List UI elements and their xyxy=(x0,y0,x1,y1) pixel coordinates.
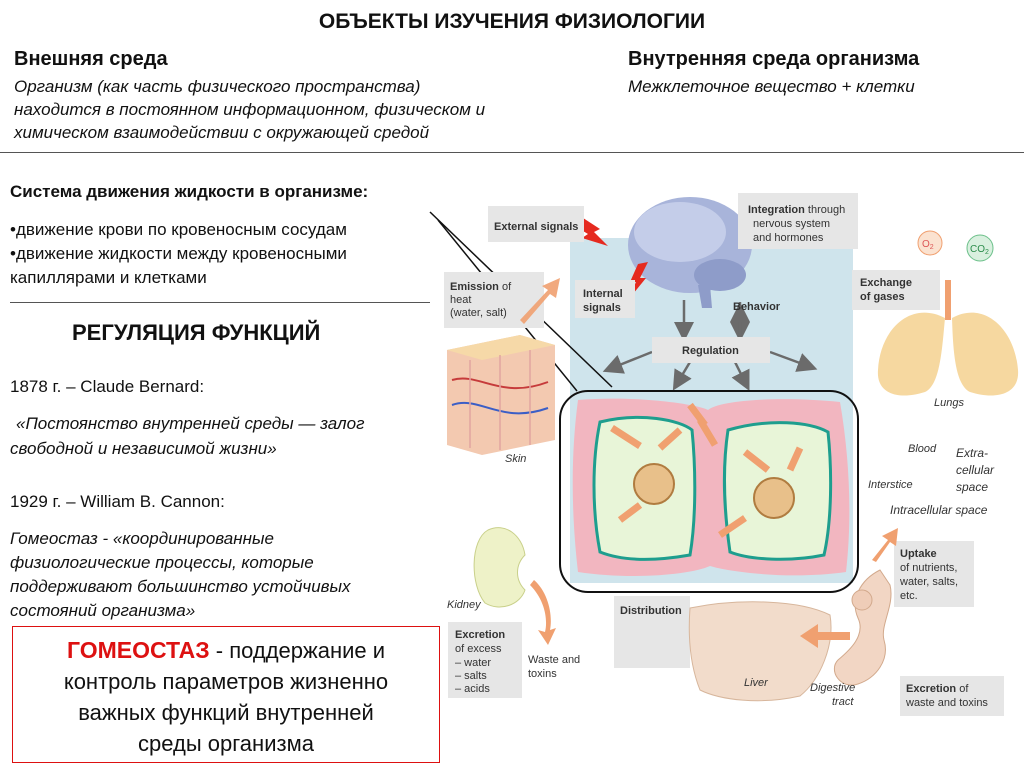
bernard-date: 1878 г. – Claude Bernard: xyxy=(10,377,205,396)
regulation-label xyxy=(652,337,770,363)
homeostasis-keyword: ГОМЕОСТАЗ xyxy=(66,637,210,663)
external-line: Организм (как часть физического простран… xyxy=(14,77,421,96)
brain-illustration xyxy=(628,197,752,308)
excretion-line: – salts xyxy=(455,670,487,682)
o2-bubble xyxy=(917,230,943,256)
uptake-line: etc. xyxy=(900,590,918,602)
quote-line: состояний организма» xyxy=(10,601,196,620)
digestive-tract-illustration xyxy=(833,569,892,686)
excretion-text: Excretion xyxy=(455,629,505,641)
quote-line: физиологические процессы, которые xyxy=(10,553,314,572)
extracellular-label: cellular xyxy=(956,463,995,477)
lungs-label: Lungs xyxy=(934,397,964,409)
integration-line: nervous system xyxy=(753,218,830,230)
external-line: находится в постоянном информационном, ф… xyxy=(14,100,486,119)
interstice-label: Interstice xyxy=(868,479,913,491)
external-signals-text: External signals xyxy=(494,221,578,233)
emission-text: Emission of xyxy=(450,281,512,293)
skin-label: Skin xyxy=(505,453,526,465)
exchange-label xyxy=(852,270,940,310)
integration-label xyxy=(738,193,858,249)
waste-label: Waste and xyxy=(528,654,580,666)
lungs-illustration xyxy=(877,280,1019,396)
liver-label: Liver xyxy=(744,677,769,689)
external-heading: Внешняя среда xyxy=(14,48,168,70)
emission-line: heat xyxy=(450,294,471,306)
cells-frame xyxy=(559,390,859,593)
blood-label: Blood xyxy=(908,443,937,455)
o2-label: O2 xyxy=(922,239,934,251)
bernard-quote: «Постоянство внутренней среды — залог св… xyxy=(10,411,364,461)
fluid-list: •движение крови по кровеносным сосудам •… xyxy=(10,218,347,290)
internal-heading: Внутренняя среда организма xyxy=(628,48,920,70)
digestive-label: Digestive xyxy=(810,682,855,694)
skin-illustration xyxy=(447,335,555,455)
extracellular-label: space xyxy=(956,480,988,494)
waste-label: toxins xyxy=(528,668,557,680)
distribution-label xyxy=(614,596,690,668)
distribution-arrow xyxy=(800,624,850,648)
uptake-label xyxy=(894,541,974,607)
excretion-waste-line: waste and toxins xyxy=(905,697,988,709)
quote-line: «Постоянство внутренней среды — залог xyxy=(16,414,365,433)
cannon-quote: Гомеостаз - «координированные физиологич… xyxy=(10,527,351,623)
quote-line: Гомеостаз - «координированные xyxy=(10,529,274,548)
excretion-waste-label xyxy=(900,676,1004,716)
fluid-heading: Система движения жидкости в организме: xyxy=(10,182,369,201)
digestive-label: tract xyxy=(832,696,854,708)
uptake-text: Uptake xyxy=(900,548,937,560)
exchange-text: of gases xyxy=(860,291,905,303)
excretion-label xyxy=(448,622,522,698)
excretion-line: – acids xyxy=(455,683,490,695)
regulation-arrows xyxy=(602,300,818,391)
emission-arrow xyxy=(520,278,560,324)
emission-line: (water, salt) xyxy=(450,307,507,319)
external-line: химическом взаимодействии с окружающей с… xyxy=(14,123,430,142)
behavior-text: Behavior xyxy=(733,301,781,313)
cannon-date: 1929 г. – William B. Cannon: xyxy=(10,492,225,511)
internal-signals-text: Internal xyxy=(583,288,623,300)
fluid-item: •движение жидкости между кровеносными xyxy=(10,244,347,263)
liver-illustration xyxy=(688,601,832,702)
internal-description: Межклеточное вещество + клетки xyxy=(628,77,915,96)
integration-text: Integration through xyxy=(748,204,845,216)
uptake-line: of nutrients, xyxy=(900,562,957,574)
cells-illustration xyxy=(572,398,850,577)
excretion-arrow xyxy=(530,580,556,645)
divider xyxy=(10,302,430,303)
page-title: ОБЪЕКТЫ ИЗУЧЕНИЯ ФИЗИОЛОГИИ xyxy=(318,10,706,33)
fluid-item: •движение крови по кровеносным сосудам xyxy=(10,220,347,239)
integration-line: and hormones xyxy=(753,232,824,244)
exchange-text: Exchange xyxy=(860,277,912,289)
homeostasis-line: важных функций внутренней xyxy=(78,700,374,725)
excretion-line: of excess xyxy=(455,643,502,655)
quote-line: свободной и независимой жизни» xyxy=(10,439,277,458)
excretion-waste-text: Excretion of xyxy=(906,683,969,695)
external-description: Организм (как часть физического простран… xyxy=(14,75,485,144)
extracellular-label: Extra- xyxy=(956,446,988,460)
fluid-item: капиллярами и клетками xyxy=(10,268,207,287)
homeostasis-line: контроль параметров жизненно xyxy=(63,669,389,694)
distribution-text: Distribution xyxy=(620,605,682,617)
internal-signals-label xyxy=(575,280,635,318)
kidney-label: Kidney xyxy=(447,599,482,611)
divider xyxy=(0,152,1024,153)
kidney-illustration xyxy=(473,527,526,608)
co2-label: CO2 xyxy=(970,244,989,256)
homeostasis-definition: ГОМЕОСТАЗ - поддержание и контроль парам… xyxy=(12,626,440,763)
uptake-arrow xyxy=(872,528,898,562)
regulation-text: Regulation xyxy=(682,345,739,357)
homeostasis-text: - поддержание и xyxy=(209,638,386,663)
external-signals-label xyxy=(488,206,584,242)
co2-bubble xyxy=(966,234,994,262)
regulation-heading: РЕГУЛЯЦИЯ ФУНКЦИЙ xyxy=(72,320,321,345)
homeostasis-line: среды организма xyxy=(138,731,314,756)
intracellular-label: Intracellular space xyxy=(890,503,988,517)
quote-line: поддерживают большинство устойчивых xyxy=(10,577,351,596)
internal-signals-text: signals xyxy=(583,302,621,314)
uptake-line: water, salts, xyxy=(899,576,958,588)
excretion-line: – water xyxy=(455,657,491,669)
